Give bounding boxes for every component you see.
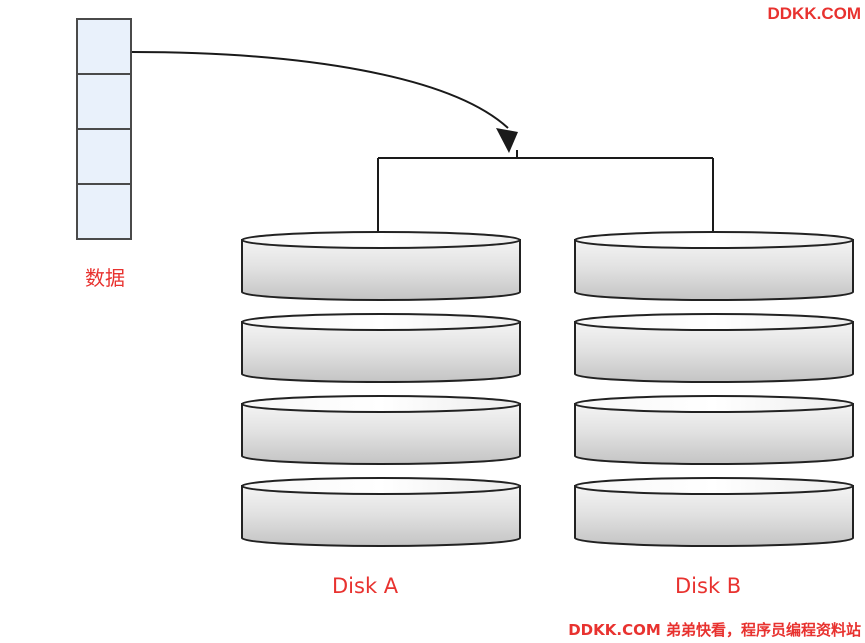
disk-a-label: Disk A: [332, 574, 399, 598]
disk-platter: [574, 231, 854, 301]
data-cell: [76, 73, 132, 130]
watermark-top: DDKK.COM: [767, 4, 862, 23]
disk-platter: [241, 231, 521, 301]
data-flow-curve: [131, 51, 509, 129]
disk-platter: [574, 477, 854, 547]
disk-platter: [574, 313, 854, 383]
disk-b: [574, 231, 854, 547]
watermark-bottom: DDKK.COM 弟弟快看，程序员编程资料站: [568, 621, 861, 639]
data-cell: [76, 18, 132, 75]
data-cell: [76, 128, 132, 185]
disk-platter: [574, 395, 854, 465]
disk-platter: [241, 395, 521, 465]
data-cell: [76, 183, 132, 240]
data-block-stack: [76, 18, 132, 240]
disk-platter: [241, 313, 521, 383]
disk-b-label: Disk B: [675, 574, 742, 598]
disk-a: [241, 231, 521, 547]
data-flow-arrowhead: [496, 128, 518, 153]
disk-platter: [241, 477, 521, 547]
data-label: 数据: [85, 266, 125, 290]
